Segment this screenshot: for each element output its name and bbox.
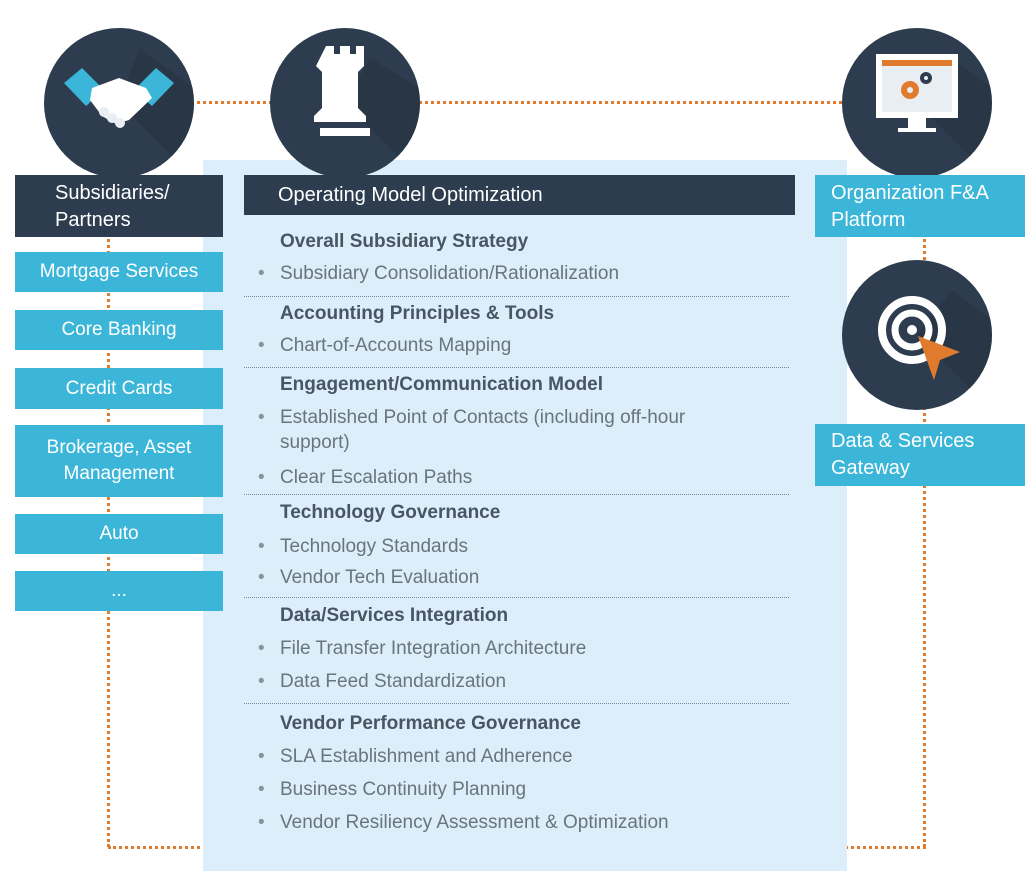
- left-item-auto: Auto: [15, 514, 223, 554]
- bullet-text-line2: support): [280, 432, 350, 453]
- platform-line1: Organization F&A: [831, 182, 989, 204]
- bullet-dot: •: [258, 335, 265, 356]
- bullet-text: Data Feed Standardization: [280, 671, 507, 692]
- bullet-text: Vendor Tech Evaluation: [280, 567, 480, 588]
- section-divider: [244, 597, 789, 598]
- bullet-dot: •: [258, 263, 265, 284]
- section-divider: [244, 367, 789, 368]
- bullet-dot: •: [258, 567, 265, 588]
- bullet-text-line1: Established Point of Contacts (including…: [280, 407, 686, 428]
- subsidiaries-header: Subsidiaries/ Partners: [15, 175, 223, 237]
- connector-top: [190, 101, 860, 104]
- gateway-box: Data & Services Gateway: [815, 424, 1025, 486]
- section-title: Technology Governance: [280, 502, 501, 523]
- bullet-text: Subsidiary Consolidation/Rationalization: [280, 263, 620, 284]
- section-title: Overall Subsidiary Strategy: [280, 231, 529, 252]
- subsidiaries-header-line1: Subsidiaries/: [55, 182, 170, 204]
- bullet-dot: •: [258, 746, 265, 767]
- bullet-dot: •: [258, 638, 265, 659]
- left-item-label-line1: Brokerage, Asset: [46, 437, 192, 458]
- bullet-dot: •: [258, 779, 265, 800]
- left-item-core-banking: Core Banking: [15, 310, 223, 350]
- bullet-text: File Transfer Integration Architecture: [280, 638, 587, 659]
- platform-line2: Platform: [831, 209, 906, 231]
- left-item-more: ...: [15, 571, 223, 611]
- bullet-text: Business Continuity Planning: [280, 779, 527, 800]
- left-item-label: Mortgage Services: [39, 261, 199, 282]
- bullet-dot: •: [258, 536, 265, 557]
- operating-model-panel: [203, 160, 847, 871]
- connector-left: [107, 150, 110, 847]
- chess-rook-icon: [270, 28, 420, 178]
- bullet-text: Chart-of-Accounts Mapping: [280, 335, 512, 356]
- section-title: Accounting Principles & Tools: [280, 303, 555, 324]
- section-title: Data/Services Integration: [280, 605, 509, 626]
- left-item-mortgage-services: Mortgage Services: [15, 252, 223, 292]
- left-item-label: Core Banking: [61, 319, 177, 340]
- bullet-dot: •: [258, 467, 265, 488]
- section-title: Vendor Performance Governance: [280, 713, 581, 734]
- handshake-icon: [44, 28, 194, 178]
- section-divider: [244, 296, 789, 297]
- target-cursor-icon: [842, 260, 992, 410]
- connector-right: [923, 150, 926, 847]
- left-item-credit-cards: Credit Cards: [15, 368, 223, 409]
- left-item-label: ...: [111, 580, 127, 601]
- left-item-label-line2: Management: [63, 463, 175, 484]
- left-item-label: Auto: [99, 523, 139, 544]
- monitor-gears-icon: [842, 28, 992, 178]
- bullet-dot: •: [258, 812, 265, 833]
- bullet-text: SLA Establishment and Adherence: [280, 746, 573, 767]
- section-divider: [244, 494, 789, 495]
- section-divider: [244, 703, 789, 704]
- subsidiaries-header-line2: Partners: [55, 209, 131, 231]
- bullet-dot: •: [258, 671, 265, 692]
- operating-model-header: Operating Model Optimization: [244, 175, 795, 215]
- bullet-text: Clear Escalation Paths: [280, 467, 473, 488]
- bullet-text: Vendor Resiliency Assessment & Optimizat…: [280, 812, 669, 833]
- section-title: Engagement/Communication Model: [280, 374, 604, 395]
- bullet-text: Technology Standards: [280, 536, 469, 557]
- gateway-line2: Gateway: [831, 457, 910, 479]
- gateway-line1: Data & Services: [831, 430, 975, 452]
- left-item-brokerage: Brokerage, Asset Management: [15, 425, 223, 497]
- bullet-dot: •: [258, 407, 265, 428]
- platform-box: Organization F&A Platform: [815, 175, 1025, 237]
- left-item-label: Credit Cards: [65, 377, 173, 399]
